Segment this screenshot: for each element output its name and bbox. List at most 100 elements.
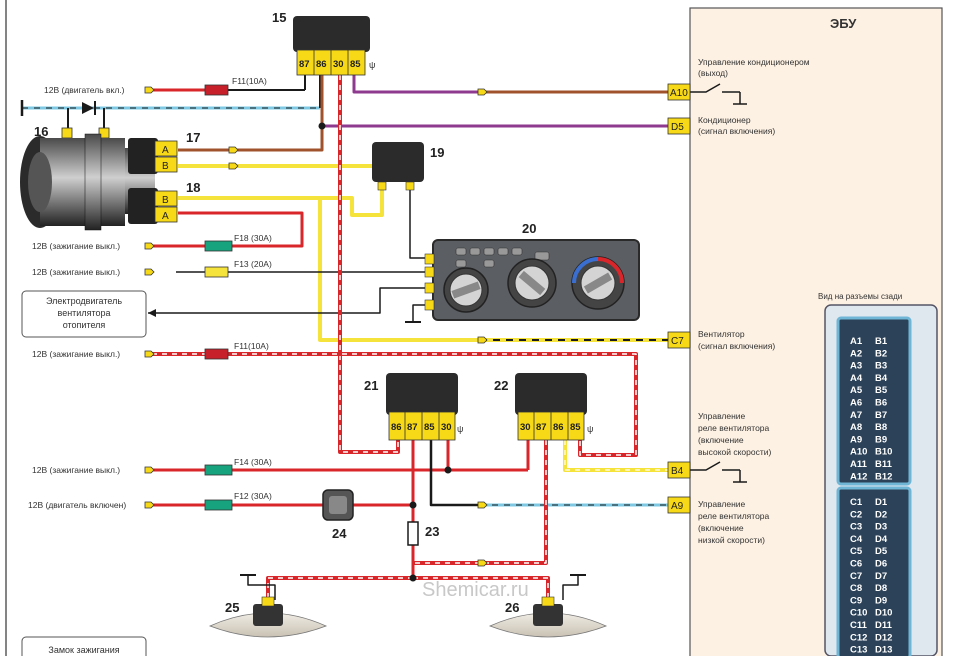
relay-22-pin-30: 30 [520, 422, 531, 433]
connector-pin-d5: D5 [875, 546, 888, 557]
connector-pin-c4: C4 [850, 534, 863, 545]
relay-21-pin-86: 86 [391, 422, 402, 433]
connector-pin-d6: D6 [875, 559, 887, 570]
connector-18-pin-b: B [162, 195, 169, 206]
ecu-terminal-c7-id: C7 [671, 336, 684, 347]
connector-18: B A [128, 188, 178, 224]
connector-pin-a12: A12 [850, 471, 867, 482]
connector-pin-b12: B12 [875, 471, 892, 482]
heater-motor-line-2: вентилятора [58, 308, 111, 318]
connector-pin-d13: D13 [875, 645, 892, 656]
connector-pin-b2: B2 [875, 348, 887, 359]
component-number-17: 17 [186, 130, 200, 145]
connector-17-pin-a: A [162, 145, 169, 156]
connector-pin-d3: D3 [875, 522, 887, 533]
connector-pin-c10: C10 [850, 608, 867, 619]
ecu-terminal-a9-desc-4: низкой скорости) [698, 535, 765, 545]
ignition-switch-box: Замок зажигания [21, 636, 147, 661]
connector-pin-b9: B9 [875, 434, 887, 445]
relay-coil-icon: ψ [587, 424, 593, 434]
connector-pin-b3: B3 [875, 361, 887, 372]
connector-pin-d9: D9 [875, 595, 887, 606]
connector-pin-b5: B5 [875, 385, 888, 396]
ecu-terminal-d5-desc-2: (сигнал включения) [698, 126, 775, 136]
ecu-terminals: A10 Управление кондиционером (выход) D5 … [667, 57, 810, 545]
connector-pin-b4: B4 [875, 373, 888, 384]
heater-motor-line-1: Электродвигатель [46, 296, 122, 306]
component-numbers: 15 16 17 18 19 20 21 22 23 24 25 26 [34, 10, 536, 615]
fuse-label-f11-bottom: F11(10A) [234, 341, 269, 351]
junction-dots [318, 122, 452, 582]
ecu-terminal-c7-desc-2: (сигнал включения) [698, 341, 775, 351]
relay-21-pin-30: 30 [441, 422, 452, 433]
connector-pin-c8: C8 [850, 583, 862, 594]
relay-22-pin-87: 87 [536, 422, 547, 433]
ecu-terminal-b4-desc-2: реле вентилятора [698, 423, 770, 433]
diode-icon [20, 100, 96, 116]
supply-label-6: 12В (двигатель включен) [28, 500, 126, 510]
component-number-18: 18 [186, 180, 200, 195]
ecu-terminal-a10-id: A10 [670, 88, 688, 99]
fuse-f14 [204, 464, 233, 476]
resistor-23 [407, 521, 419, 546]
component-number-15: 15 [272, 10, 286, 25]
connector-pin-d2: D2 [875, 509, 887, 520]
connector-pin-b8: B8 [875, 422, 887, 433]
connector-pin-c7: C7 [850, 571, 862, 582]
connector-pin-c1: C1 [850, 497, 863, 508]
connector-pin-b1: B1 [875, 336, 888, 347]
heater-motor-line-3: отопителя [63, 320, 106, 330]
component-number-19: 19 [430, 145, 444, 160]
supply-label-2: 12В (зажигание выкл.) [32, 241, 120, 251]
connector-pin-d11: D11 [875, 620, 893, 631]
supply-label-4: 12В (зажигание выкл.) [32, 349, 120, 359]
relay-22-pin-85: 85 [570, 422, 581, 433]
component-number-24: 24 [332, 526, 347, 541]
fan-26 [488, 596, 608, 638]
component-number-25: 25 [225, 600, 239, 615]
component-number-16: 16 [34, 124, 48, 139]
ecu-terminal-b4-desc-4: высокой скорости) [698, 447, 771, 457]
ecu-terminal-a10-desc-1: Управление кондиционером [698, 57, 810, 67]
supply-label-1: 12В (двигатель вкл.) [44, 85, 125, 95]
connector-pin-c13: C13 [850, 645, 867, 656]
ecu-terminal-c7: C7 Вентилятор (сигнал включения) [667, 329, 775, 351]
component-number-20: 20 [522, 221, 536, 236]
ecu-title: ЭБУ [830, 16, 857, 31]
relay-19 [372, 142, 424, 191]
supply-connector-icons [144, 86, 488, 567]
connector-pin-c9: C9 [850, 595, 862, 606]
component-number-26: 26 [505, 600, 519, 615]
connector-pin-a1: A1 [850, 336, 863, 347]
ignition-switch-label: Замок зажигания [48, 645, 119, 655]
connector-pin-a8: A8 [850, 422, 862, 433]
ecu-terminal-a9-id: A9 [671, 501, 684, 512]
heater-motor-box: Электродвигатель вентилятора отопителя [21, 290, 147, 338]
component-number-21: 21 [364, 378, 378, 393]
connector-pin-b6: B6 [875, 398, 887, 409]
relay-15-pin-87: 87 [299, 59, 310, 70]
fuse-label-f13: F13 (20A) [234, 259, 272, 269]
connector-pin-a2: A2 [850, 348, 862, 359]
ecu-terminal-a9-desc-1: Управление [698, 499, 746, 509]
connector-pin-d4: D4 [875, 534, 888, 545]
connector-pin-d10: D10 [875, 608, 892, 619]
connector-pin-d7: D7 [875, 571, 887, 582]
ecu-terminal-b4-desc-1: Управление [698, 411, 746, 421]
relay-22-pin-86: 86 [553, 422, 564, 433]
connector-pin-a7: A7 [850, 410, 862, 421]
connector-pin-c3: C3 [850, 522, 862, 533]
connector-pin-a6: A6 [850, 398, 862, 409]
climate-control-panel [424, 239, 640, 321]
supply-label-5: 12В (зажигание выкл.) [32, 465, 120, 475]
connector-pin-c11: C11 [850, 620, 868, 631]
relay-22: 30 87 86 85 ψ [515, 373, 593, 441]
relay-15-pin-85: 85 [350, 59, 361, 70]
fan-25 [208, 596, 328, 638]
fuse-label-f11-top: F11(10A) [232, 76, 267, 86]
connector-17: A B [128, 138, 178, 174]
connector-pin-c6: C6 [850, 559, 862, 570]
fuse-label-f18: F18 (30A) [234, 233, 272, 243]
